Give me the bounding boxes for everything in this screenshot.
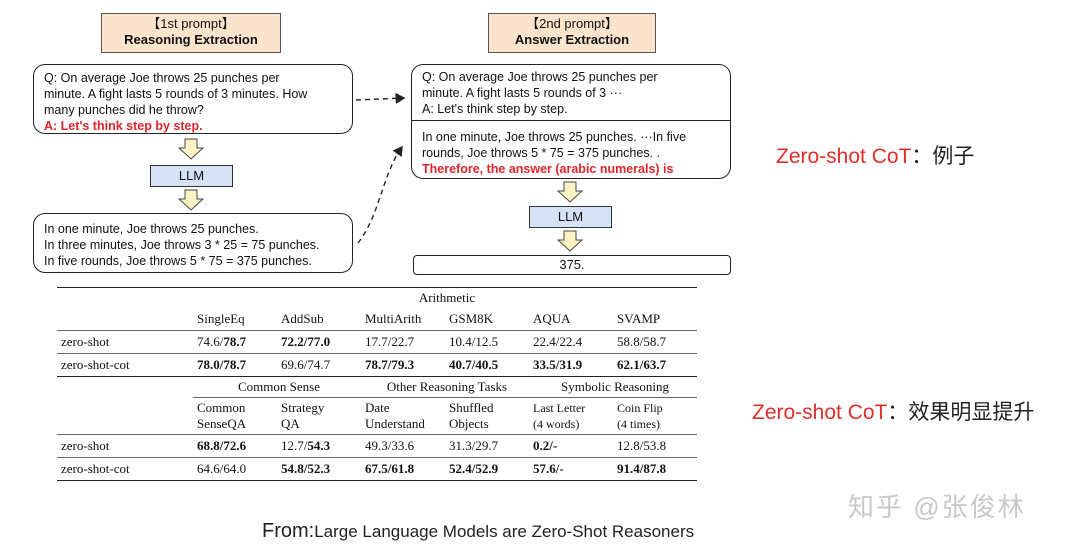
down-arrow-icon (557, 230, 583, 252)
side-label-en: Zero-shot CoT (752, 401, 888, 424)
table-row: zero-shot-cot 78.0/78.7 69.6/74.7 78.7/7… (57, 353, 697, 377)
down-arrow-icon (557, 181, 583, 203)
prompt1-title: 【1st prompt】 Reasoning Extraction (101, 13, 281, 53)
table-cell: 58.8/58.7 (613, 330, 697, 354)
table-cell: 74.6/78.7 (193, 330, 277, 354)
table-cell: 22.4/22.4 (529, 330, 613, 354)
column-header: MultiArith (361, 308, 445, 331)
table-cell: 17.7/22.7 (361, 330, 445, 354)
table-cell: 78.7/79.3 (361, 353, 445, 377)
table-cell: 33.5/31.9 (529, 353, 613, 377)
column-header: SVAMP (613, 308, 697, 331)
q2-line: In one minute, Joe throws 25 punches. ··… (422, 130, 687, 144)
side-label-en: Zero-shot CoT (776, 145, 912, 168)
row-label: zero-shot (57, 330, 193, 354)
column-header: SingleEq (193, 308, 277, 331)
source-caption: From:Large Language Models are Zero-Shot… (262, 520, 694, 543)
row-label: zero-shot (57, 434, 193, 458)
connector-reasoning (357, 145, 403, 244)
question-box-1: Q: On average Joe throws 25 punches per … (33, 64, 353, 134)
table-cell: 12.7/54.3 (277, 434, 361, 458)
table-cell: 31.3/29.7 (445, 434, 529, 458)
table-cell: 52.4/52.9 (445, 457, 529, 481)
group-header-row: Arithmetic (57, 287, 697, 308)
side-label-improvement: Zero-shot CoT：效果明显提升 (752, 396, 1034, 426)
q2-line: A: Let's think step by step. (422, 102, 568, 116)
side-label-example: Zero-shot CoT：例子 (776, 140, 974, 170)
q2-cue: Therefore, the answer (arabic numerals) … (422, 162, 674, 176)
source-title: Large Language Models are Zero-Shot Reas… (314, 522, 695, 541)
prompt2-number: 【2nd prompt】 (526, 16, 618, 31)
q1-cue: A: Let's think step by step. (44, 119, 203, 133)
prompt1-number: 【1st prompt】 (147, 16, 235, 31)
reasoning-line: In one minute, Joe throws 25 punches. (44, 222, 259, 236)
down-arrow-icon (178, 138, 204, 160)
table-cell: 62.1/63.7 (613, 353, 697, 377)
connector-question (355, 92, 406, 104)
q2-line: Q: On average Joe throws 25 punches per (422, 70, 658, 84)
table-cell: 91.4/87.8 (613, 457, 697, 481)
group-arithmetic: Arithmetic (193, 287, 697, 308)
reasoning-line: In five rounds, Joe throws 5 * 75 = 375 … (44, 254, 312, 268)
watermark: 知乎 @张俊林 (848, 492, 1026, 522)
table-cell: 72.2/77.0 (277, 330, 361, 354)
side-label-zh: ：例子 (911, 145, 975, 168)
table-cell: 67.5/61.8 (361, 457, 445, 481)
prompt1-name: Reasoning Extraction (124, 32, 258, 47)
table-cell: 12.8/53.8 (613, 434, 697, 458)
llm-box-1: LLM (150, 165, 233, 187)
table-cell: 40.7/40.5 (445, 353, 529, 377)
prompt2-title: 【2nd prompt】 Answer Extraction (488, 13, 656, 53)
table-cell: 0.2/- (529, 434, 613, 458)
results-table: Arithmetic SingleEq AddSub MultiArith GS… (57, 287, 697, 481)
column-header-row: SingleEq AddSub MultiArith GSM8K AQUA SV… (57, 308, 697, 331)
table-row: zero-shot 74.6/78.7 72.2/77.0 17.7/22.7 … (57, 330, 697, 354)
table-cell: 68.8/72.6 (193, 434, 277, 458)
down-arrow-icon (178, 189, 204, 211)
group-other-reasoning: Other Reasoning Tasks (361, 376, 529, 398)
reasoning-box: In one minute, Joe throws 25 punches. In… (33, 213, 353, 273)
q2-line: minute. A fight lasts 5 rounds of 3 ··· (422, 86, 623, 100)
table-cell: 64.6/64.0 (193, 457, 277, 481)
column-header: AddSub (277, 308, 361, 331)
reasoning-line: In three minutes, Joe throws 3 * 25 = 75… (44, 238, 320, 252)
source-prefix: From: (262, 520, 315, 542)
prompt2-name: Answer Extraction (514, 32, 630, 47)
table-cell: 10.4/12.5 (445, 330, 529, 354)
group-symbolic-reasoning: Symbolic Reasoning (529, 376, 697, 398)
column-header: AQUA (529, 308, 613, 331)
table-row: zero-shot 68.8/72.6 12.7/54.3 49.3/33.6 … (57, 434, 697, 458)
q1-line: Q: On average Joe throws 25 punches per (44, 71, 280, 85)
table-cell: 49.3/33.6 (361, 434, 445, 458)
row-label: zero-shot-cot (57, 353, 193, 377)
q1-line: many punches did he throw? (44, 103, 204, 117)
question-box-2: Q: On average Joe throws 25 punches per … (411, 64, 731, 179)
table-row: zero-shot-cot 64.6/64.0 54.8/52.3 67.5/6… (57, 457, 697, 481)
table-cell: 54.8/52.3 (277, 457, 361, 481)
group-common-sense: Common Sense (193, 376, 361, 398)
side-label-zh: ：效果明显提升 (887, 401, 1035, 424)
q2-bottom: In one minute, Joe throws 25 punches. ··… (412, 121, 730, 177)
table-cell: 57.6/- (529, 457, 613, 481)
table-cell: 78.0/78.7 (193, 353, 277, 377)
q2-top: Q: On average Joe throws 25 punches per … (412, 65, 730, 121)
table-cell: 69.6/74.7 (277, 353, 361, 377)
llm-box-2: LLM (529, 206, 612, 228)
q1-line: minute. A fight lasts 5 rounds of 3 minu… (44, 87, 308, 101)
column-header: Last Letter(4 words) (533, 401, 586, 431)
group-header-row: Common Sense Other Reasoning Tasks Symbo… (57, 376, 697, 398)
row-label: zero-shot-cot (57, 457, 193, 481)
q2-line: rounds, Joe throws 5 * 75 = 375 punches.… (422, 146, 661, 160)
answer-box: 375. (413, 255, 731, 275)
column-header: Coin Flip(4 times) (617, 401, 663, 431)
column-header: GSM8K (445, 308, 529, 331)
